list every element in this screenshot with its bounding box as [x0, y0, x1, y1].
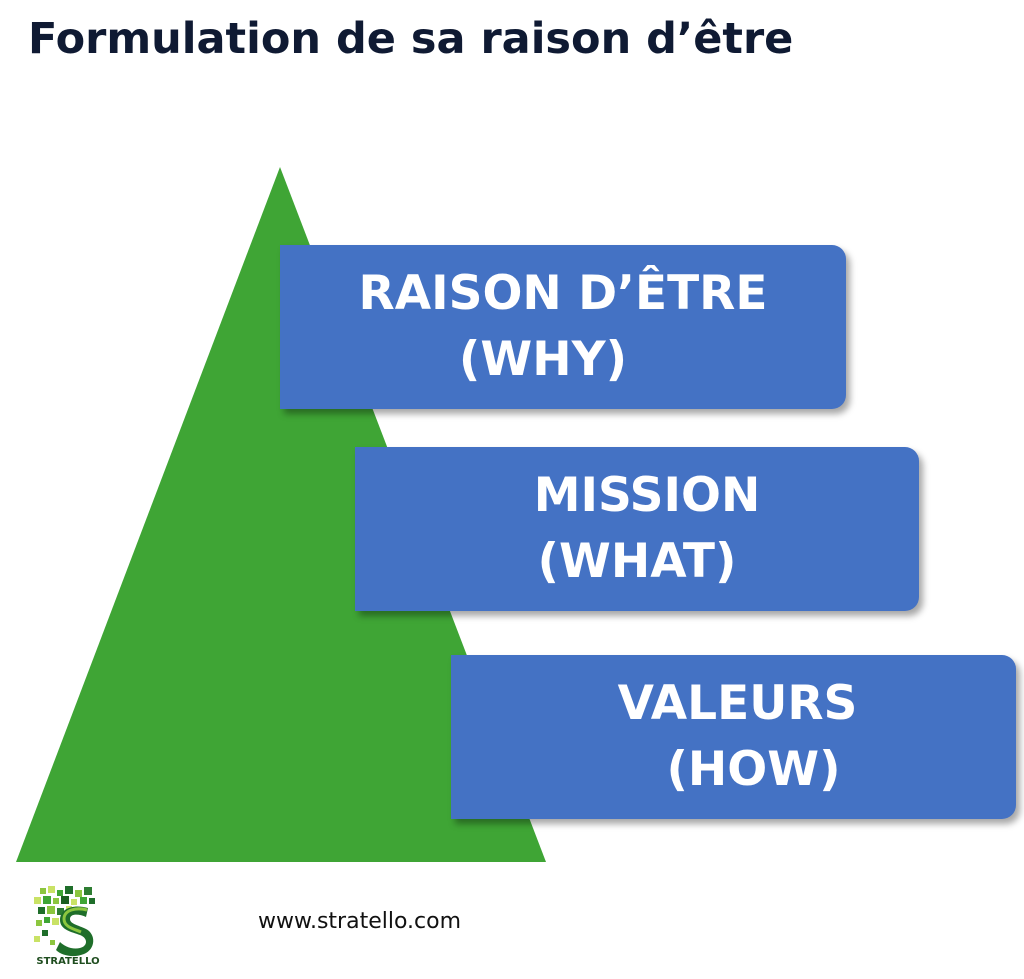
stratello-logo-icon — [34, 886, 95, 957]
page-title: Formulation de sa raison d’être — [28, 14, 794, 64]
level-how-title: VALEURS — [617, 676, 858, 731]
level-what-title: MISSION — [533, 468, 761, 523]
level-box-what: MISSION (WHAT) — [355, 447, 919, 611]
level-what-subtitle: (WHAT) — [537, 534, 737, 589]
level-how-subtitle: (HOW) — [666, 742, 841, 797]
logo-name: STRATELLO — [36, 956, 100, 967]
level-box-how: VALEURS (HOW) — [451, 655, 1016, 819]
level-why-subtitle: (WHY) — [458, 332, 628, 387]
level-why-title: RAISON D’ÊTRE — [358, 266, 768, 321]
level-box-why: RAISON D’ÊTRE (WHY) — [280, 245, 846, 409]
website-url: www.stratello.com — [258, 909, 462, 934]
